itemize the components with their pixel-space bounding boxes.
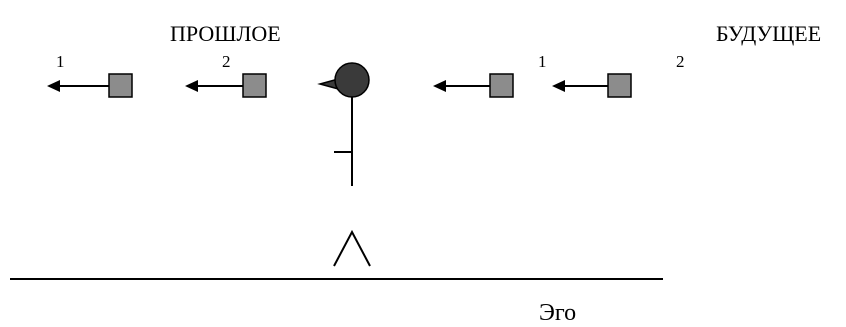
- past-item-1-arrowhead: [47, 80, 60, 92]
- future-item-2-number: 2: [676, 52, 685, 71]
- past-item-1-number: 1: [56, 52, 65, 71]
- future-item-2: 2: [552, 52, 685, 98]
- past-item-2-box: [242, 73, 267, 98]
- future-item-1-arrowhead: [433, 80, 446, 92]
- future-item-1: 1: [433, 52, 547, 98]
- past-item-1: 1: [47, 52, 133, 98]
- future-item-2-arrowhead: [552, 80, 565, 92]
- future-label: БУДУЩЕЕ: [716, 21, 821, 46]
- person-figure: [317, 62, 370, 186]
- past-item-2-number: 2: [222, 52, 231, 71]
- caret-mark: [333, 229, 371, 267]
- ego-label: Эго: [539, 300, 576, 326]
- past-label: ПРОШЛОЕ: [170, 21, 281, 46]
- past-item-2: 2: [185, 52, 267, 98]
- past-item-2-arrowhead: [185, 80, 198, 92]
- past-item-1-box: [108, 73, 133, 98]
- person-head: [334, 62, 370, 98]
- future-item-1-number: 1: [538, 52, 547, 71]
- future-item-1-box: [489, 73, 514, 98]
- future-item-2-box: [607, 73, 632, 98]
